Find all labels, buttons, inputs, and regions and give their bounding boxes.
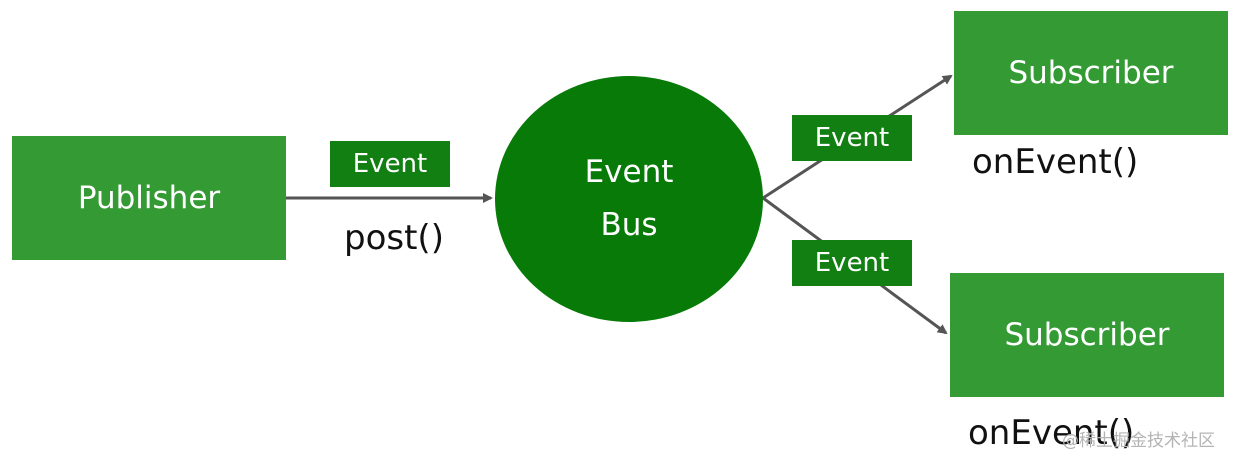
subscriber-1-event-tag-label: Event <box>814 123 890 153</box>
watermark: @稀土掘金技术社区 <box>1062 431 1215 451</box>
subscriber-1-box: Subscriber <box>954 11 1228 135</box>
event-bus-circle: Event Bus <box>495 76 763 322</box>
subscriber-2-event-tag-label: Event <box>814 248 890 278</box>
subscriber-1-method-label: onEvent() <box>972 142 1139 182</box>
event-bus-line2: Bus <box>600 207 658 243</box>
post-method-label: post() <box>344 218 444 258</box>
publish-event-tag: Event <box>330 141 450 187</box>
subscriber-1-label: Subscriber <box>1008 55 1174 91</box>
publish-event-tag-label: Event <box>352 149 428 179</box>
subscriber-2-method-label: onEvent() <box>968 413 1135 453</box>
event-bus-line1: Event <box>584 154 674 190</box>
publisher-box: Publisher <box>12 136 286 260</box>
publisher-label: Publisher <box>77 180 221 216</box>
subscriber-2-label: Subscriber <box>1004 317 1170 353</box>
subscriber-2-box: Subscriber <box>950 273 1224 397</box>
subscriber-1-event-tag: Event <box>792 115 912 161</box>
subscriber-2-event-tag: Event <box>792 240 912 286</box>
